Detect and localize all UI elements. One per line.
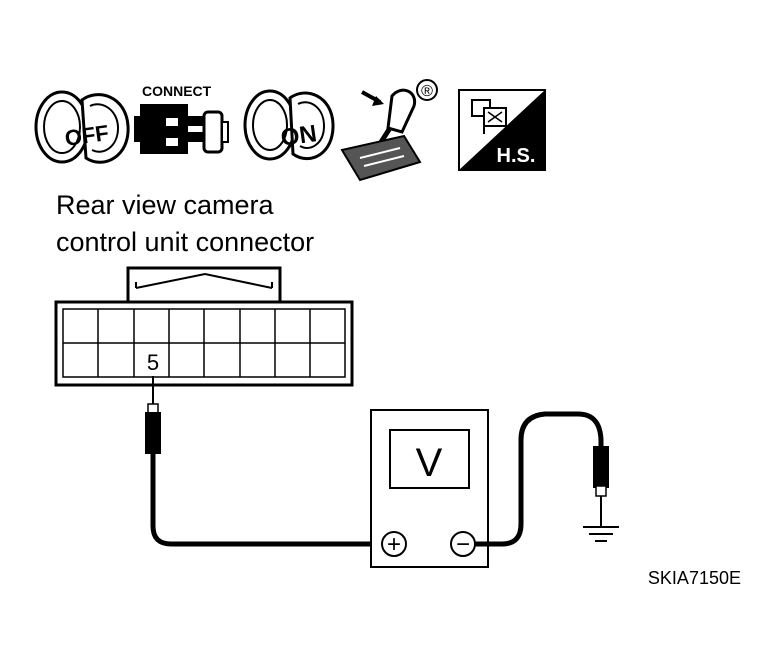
voltmeter-display: V: [416, 441, 443, 485]
ignition-off-label: OFF: [63, 120, 110, 151]
svg-text:+: +: [387, 531, 401, 558]
connect-icon: CONNECT: [134, 83, 229, 154]
registered-mark: ®: [421, 83, 433, 100]
figure-code: SKIA7150E: [648, 568, 741, 588]
connector-terminal-grid: [62, 308, 346, 378]
svg-text:−: −: [456, 531, 470, 558]
terminal-5-label: 5: [147, 350, 159, 375]
connector-title-line1: Rear view camera: [56, 190, 275, 220]
ignition-on-icon: ON: [243, 89, 335, 161]
connector-title-line2: control unit connector: [56, 227, 314, 257]
positive-terminal-icon: +: [381, 531, 407, 558]
ground-symbol-icon: [583, 526, 619, 542]
hs-label: H.S.: [497, 145, 536, 167]
ignition-off-icon: OFF: [34, 90, 130, 164]
hs-badge-icon: H.S.: [458, 89, 546, 171]
ignition-on-label: ON: [279, 120, 318, 152]
positive-lead-wire: [150, 454, 383, 547]
voltmeter: V + −: [370, 409, 489, 568]
negative-probe: [593, 446, 609, 526]
connector: 5: [54, 266, 354, 387]
negative-lead-wire: [475, 411, 604, 547]
connect-label: CONNECT: [142, 83, 212, 99]
shift-lever-icon: ®: [340, 79, 438, 182]
positive-probe: [145, 376, 161, 454]
